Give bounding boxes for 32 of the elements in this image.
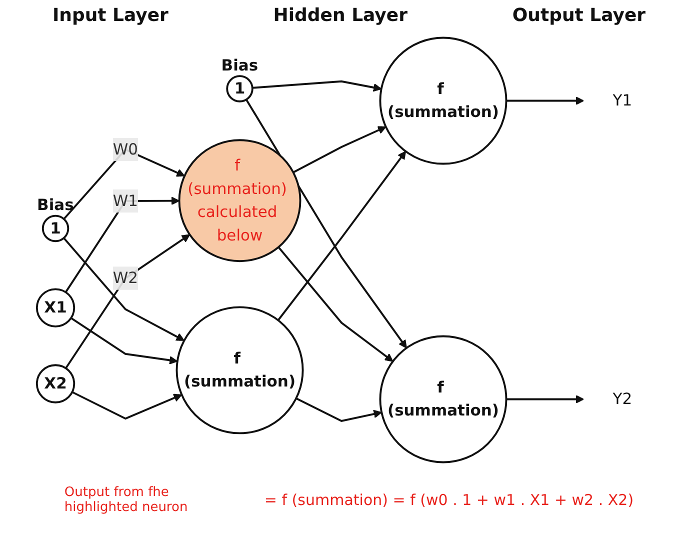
node-circle: f (summation) calculated below	[178, 139, 302, 262]
bias-label: Bias	[37, 196, 74, 214]
edge-label: W0	[112, 140, 138, 158]
node-circle: f (summation)	[379, 36, 508, 165]
node-text: Y2	[612, 390, 632, 408]
arrow	[292, 126, 386, 174]
node-circle: 1	[42, 214, 70, 242]
arrow	[65, 234, 190, 369]
arrow	[278, 246, 394, 362]
arrow	[277, 150, 406, 321]
layer-heading: Output Layer	[512, 4, 646, 26]
node-circle: 1	[226, 75, 254, 102]
node-circle: f (summation)	[176, 306, 304, 434]
arrow	[506, 96, 584, 106]
note-text: Output from fhe highlighted neuron	[64, 485, 189, 515]
layer-heading: Input Layer	[52, 4, 168, 26]
arrow	[506, 394, 584, 404]
arrow	[72, 391, 182, 420]
edge-label: W2	[112, 268, 138, 287]
arrow	[64, 196, 180, 293]
node-text: Y1	[612, 91, 632, 110]
formula-text: = f (summation) = f (w0 . 1 + w1 . X1 + w2 . X2)	[264, 491, 634, 509]
arrow	[296, 397, 382, 422]
node-circle: f (summation)	[379, 335, 508, 464]
arrow	[70, 317, 178, 364]
bias-label: Bias	[221, 56, 258, 74]
node-circle: X1	[36, 288, 76, 328]
node-circle: X2	[36, 364, 76, 404]
arrow	[63, 237, 185, 341]
arrow	[252, 80, 382, 92]
layer-heading: Hidden Layer	[273, 4, 408, 26]
edge-label: W1	[112, 191, 138, 210]
